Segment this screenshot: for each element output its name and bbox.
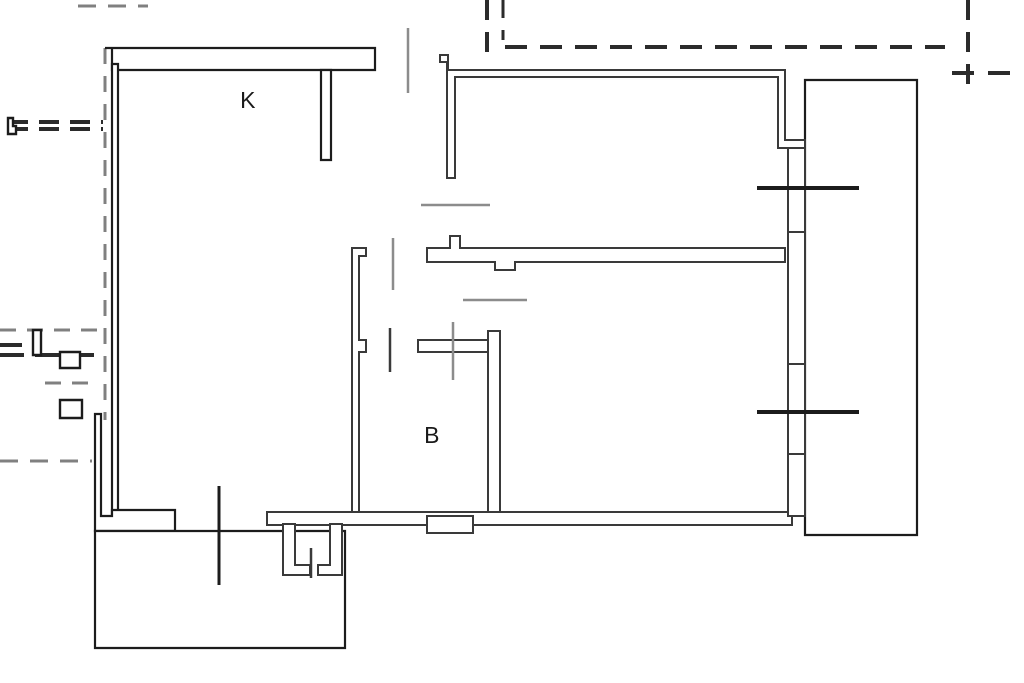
wall-bottom-notch-right xyxy=(317,523,343,576)
wall-bath-top-wall xyxy=(417,339,493,353)
wall-kitchen-bottom-wall xyxy=(93,412,177,533)
wall-kitchen-t-stub xyxy=(319,68,333,162)
notch-notch-mid-1 xyxy=(31,328,43,357)
wall-kitchen-left-wall xyxy=(110,62,120,518)
thin-marks-group xyxy=(421,203,527,302)
small-notches-group xyxy=(6,116,84,420)
wall-upper-right-room-top xyxy=(439,54,806,179)
wall-bathroom-door-sill xyxy=(426,515,474,534)
room-label-room-k: K xyxy=(240,87,256,113)
room-labels-group: KB xyxy=(240,87,440,448)
room-label-room-b: B xyxy=(424,422,440,448)
wall-shapes-group xyxy=(93,46,919,650)
section-marks-group xyxy=(217,28,455,585)
dashed-lines-group xyxy=(0,0,1016,463)
wall-right-wall-inner xyxy=(787,147,806,241)
notch-notch-mid-3 xyxy=(58,398,84,420)
cross-marks-group xyxy=(757,186,859,414)
notch-notch-mid-2 xyxy=(58,350,82,370)
wall-right-band-outer xyxy=(803,78,919,537)
wall-bath-right-wall xyxy=(487,330,501,521)
wall-kitchen-top-outer xyxy=(105,46,377,72)
notch-notch-left-upper xyxy=(6,116,18,136)
wall-center-horizontal-wall xyxy=(426,235,786,271)
wall-right-wall-inner2 xyxy=(787,231,806,373)
wall-right-wall-inner4 xyxy=(787,453,806,517)
wall-bottom-center-wall xyxy=(266,511,793,526)
